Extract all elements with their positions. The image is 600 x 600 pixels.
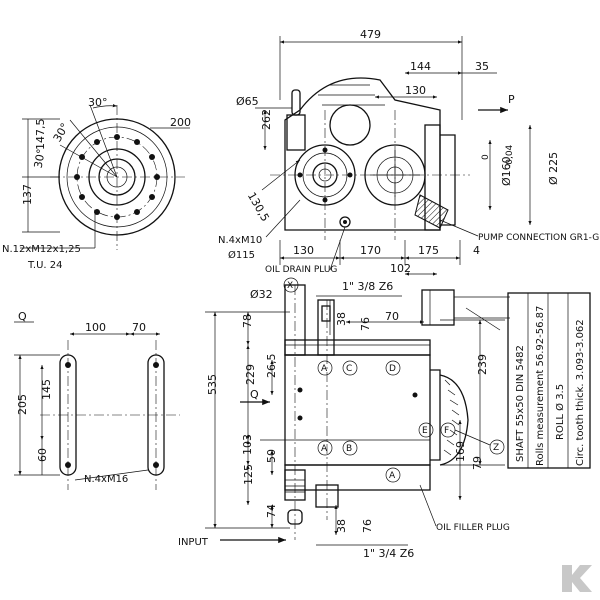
marker-a-mid: A bbox=[321, 444, 328, 454]
dim-76-top: 76 bbox=[359, 317, 372, 331]
dim-175: 175 bbox=[418, 244, 439, 257]
pump-connection-label: PUMP CONNECTION GR1-GR2 bbox=[478, 233, 600, 243]
marker-a-bottom: A bbox=[389, 471, 396, 481]
pump-connection-hatch bbox=[414, 194, 449, 229]
phi-65: Ø65 bbox=[236, 95, 259, 108]
dim-70: 70 bbox=[132, 321, 146, 334]
dim-130-top: 130 bbox=[405, 84, 426, 97]
angle-top-label: 30° bbox=[88, 96, 108, 109]
marker-c: C bbox=[346, 364, 352, 374]
tol-upper: 0 bbox=[481, 154, 491, 160]
marker-x bbox=[283, 277, 299, 293]
marker-e: E bbox=[422, 426, 428, 436]
oil-drain-label: OIL DRAIN PLUG bbox=[265, 265, 337, 275]
phi-32: Ø32 bbox=[250, 288, 273, 301]
brand-logo-icon bbox=[562, 565, 592, 592]
q-view: Q 100 70 205 145 60 N.4xM16 bbox=[14, 310, 180, 490]
phi-115: Ø115 bbox=[228, 249, 255, 261]
dim-70-top: 70 bbox=[385, 310, 399, 323]
dim-137: 137 bbox=[21, 184, 34, 205]
dim-125: 125 bbox=[242, 464, 255, 485]
tol-lower: -0,04 bbox=[505, 144, 515, 168]
dim-4: 4 bbox=[473, 244, 480, 257]
spec-line-3: ROLL Ø 3.5 bbox=[554, 384, 566, 440]
thread-depth: T.U. 24 bbox=[27, 260, 63, 271]
dim-479: 479 bbox=[360, 28, 381, 41]
marker-z: Z bbox=[493, 443, 499, 453]
dim-38-bottom: 38 bbox=[335, 519, 348, 533]
dim-60: 60 bbox=[36, 448, 49, 462]
marker-a-top: A bbox=[321, 364, 328, 374]
dim-74: 74 bbox=[265, 504, 278, 518]
marker-d: D bbox=[389, 364, 396, 374]
spec-line-1: SHAFT 55x50 DIN 5482 bbox=[515, 345, 526, 462]
thread-bottom: 1" 3/4 Z6 bbox=[363, 547, 414, 560]
thread-spec: N.12xM12x1,25 bbox=[2, 244, 81, 255]
dim-169: 169 bbox=[454, 441, 467, 462]
q-view-label: Q bbox=[18, 310, 27, 323]
dim-78: 78 bbox=[241, 314, 254, 328]
dim-147-5: 147,5 bbox=[34, 119, 47, 151]
phi-225: Ø 225 bbox=[547, 152, 560, 185]
dim-50: 50 bbox=[265, 449, 278, 463]
dim-130-bottom: 130 bbox=[293, 244, 314, 257]
input-label: INPUT bbox=[178, 537, 209, 548]
marker-x-label: X bbox=[287, 281, 293, 291]
dim-103: 103 bbox=[241, 434, 254, 455]
angle-left-top-label: 30° bbox=[51, 121, 72, 144]
dim-145: 145 bbox=[40, 379, 53, 400]
q-arrow-label: Q bbox=[250, 388, 259, 401]
phi-160: Ø160 bbox=[500, 156, 513, 186]
dim-26-5: 26,5 bbox=[265, 354, 278, 379]
bolt-holes bbox=[74, 134, 160, 220]
bore-thread: N.4xM10 bbox=[218, 235, 262, 246]
shaft-spec-box: SHAFT 55x50 DIN 5482 Rolls measurement 5… bbox=[507, 292, 591, 469]
dim-262: 262 bbox=[260, 109, 273, 130]
dim-144: 144 bbox=[410, 60, 431, 73]
dim-170: 170 bbox=[360, 244, 381, 257]
dim-35: 35 bbox=[475, 60, 489, 73]
dim-205: 205 bbox=[16, 394, 29, 415]
dim-229: 229 bbox=[244, 364, 257, 385]
oil-filler-label: OIL FILLER PLUG bbox=[436, 523, 510, 533]
dim-102: 102 bbox=[390, 262, 411, 275]
front-view: 30° 30° 30° 200 147,5 137 N.12xM12x1,25 … bbox=[2, 96, 191, 271]
q-thread: N.4xM16 bbox=[84, 474, 128, 485]
angle-left-label: 30° bbox=[32, 148, 48, 169]
dim-38-top: 38 bbox=[335, 312, 348, 326]
marker-b: B bbox=[346, 444, 352, 454]
spec-line-4: Circ. tooth thick. 3.093-3.062 bbox=[575, 319, 586, 466]
pump-arrow-label: P bbox=[508, 93, 515, 106]
dim-79: 79 bbox=[471, 456, 484, 470]
dim-76-bottom: 76 bbox=[361, 519, 374, 533]
thread-top: 1" 3/8 Z6 bbox=[342, 280, 393, 293]
top-view: X Ø32 1" 3/8 Z6 38 76 70 A C D A B A E F… bbox=[178, 277, 510, 560]
dim-200: 200 bbox=[170, 116, 191, 129]
dim-239: 239 bbox=[476, 354, 489, 375]
dim-130-5: 130,5 bbox=[245, 190, 272, 224]
marker-f: F bbox=[444, 426, 449, 436]
dim-535: 535 bbox=[206, 374, 219, 395]
top-housing bbox=[284, 354, 431, 466]
dim-100: 100 bbox=[85, 321, 106, 334]
spec-line-2: Rolls measurement 56.92-56.87 bbox=[535, 306, 546, 466]
side-view: 479 144 35 130 bbox=[218, 28, 600, 276]
